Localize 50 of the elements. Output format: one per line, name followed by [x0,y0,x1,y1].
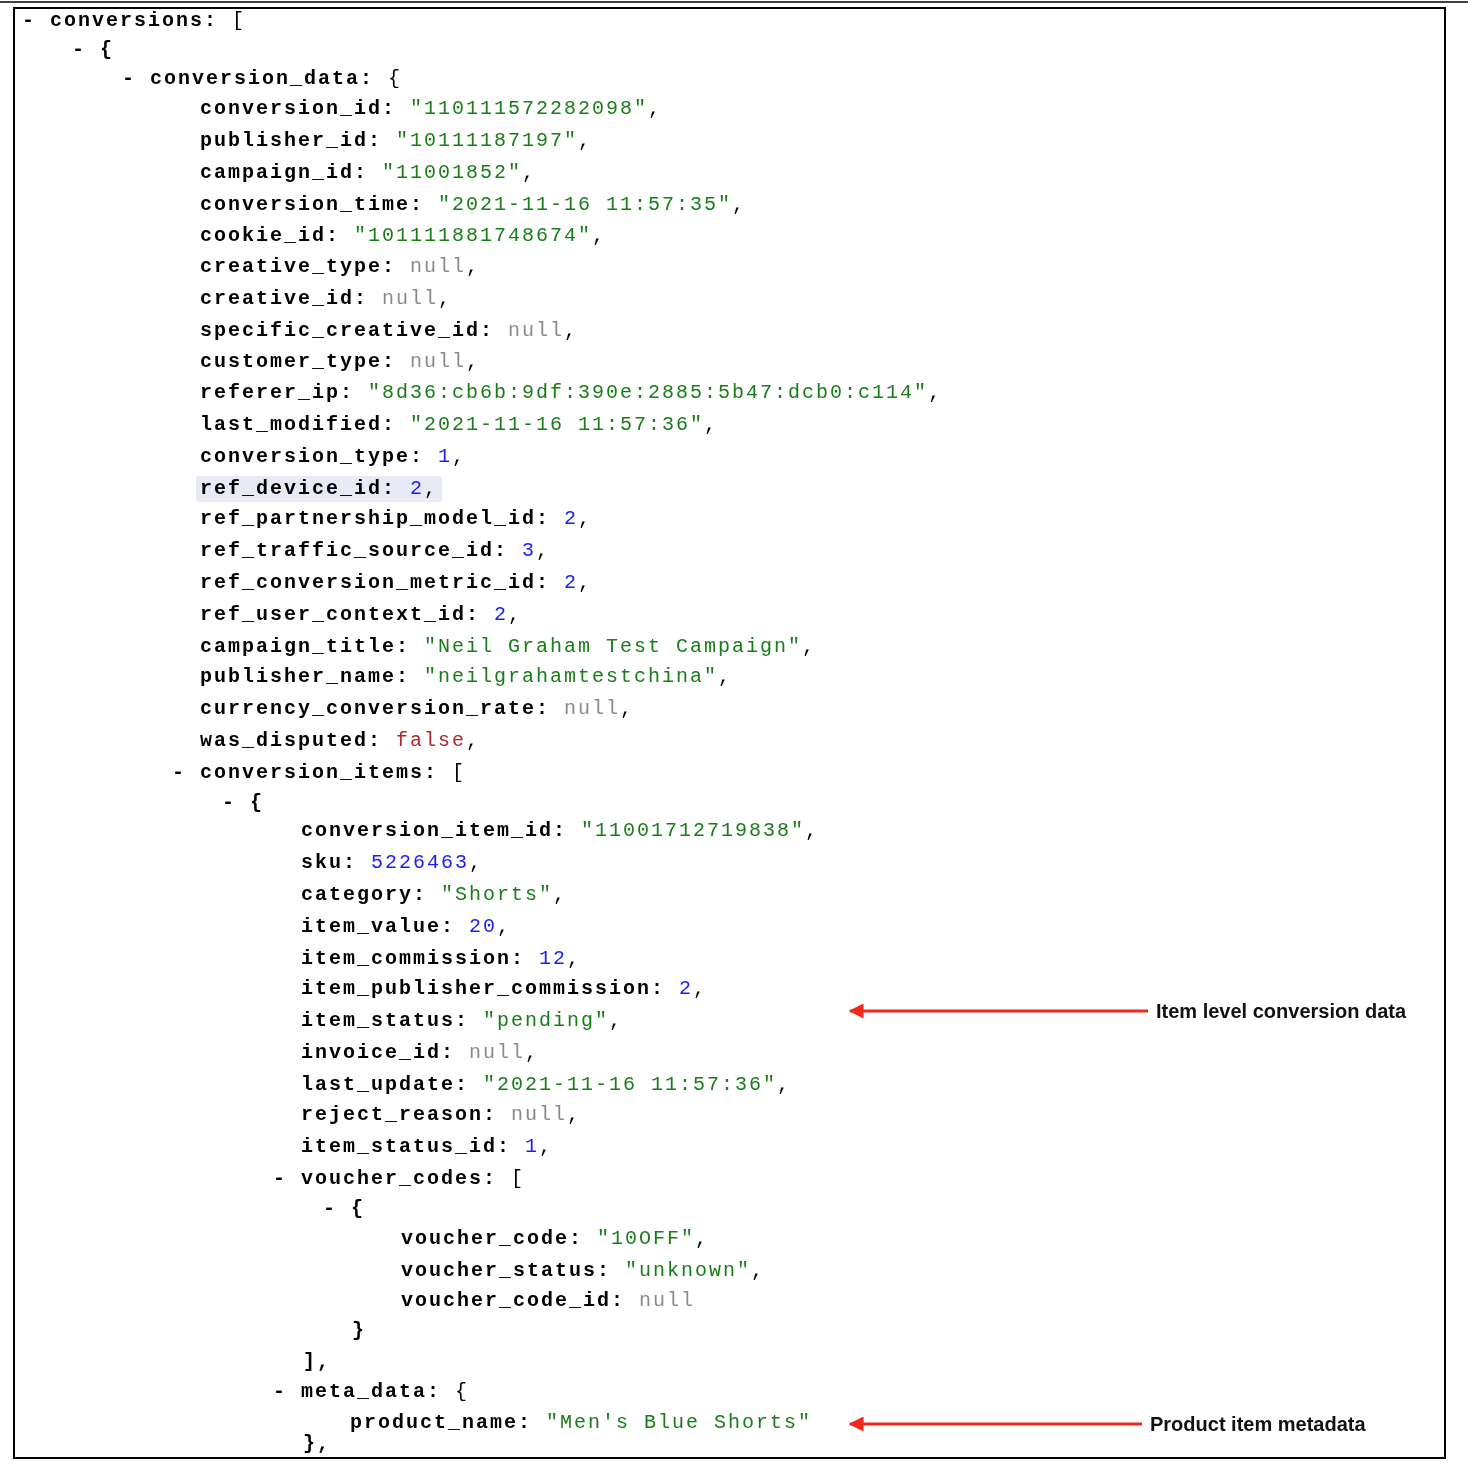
code-line: ref_partnership_model_id: 2, [200,506,593,532]
code-line: voucher_code_id: null [401,1288,696,1314]
code-line: cookie_id: "101111881748674", [200,223,607,249]
code-line: ], [303,1349,331,1375]
code-line: voucher_status: "unknown", [401,1258,766,1284]
code-line: ref_traffic_source_id: 3, [200,538,551,564]
code-line: - { [72,37,115,63]
code-line: publisher_name: "neilgrahamtestchina", [200,664,733,690]
code-line: - { [222,790,265,816]
code-line: specific_creative_id: null, [200,318,579,344]
code-line: ref_conversion_metric_id: 2, [200,570,593,596]
code-line: voucher_code: "10OFF", [401,1226,710,1252]
code-line: }, [303,1431,331,1457]
code-line: item_status_id: 1, [301,1134,554,1160]
arrow [848,1416,1142,1432]
annotation-text: Item level conversion data [1156,998,1407,1024]
code-line: } [352,1318,366,1344]
code-line: customer_type: null, [200,349,481,375]
code-line: category: "Shorts", [301,882,568,908]
arrow [848,1003,1148,1019]
code-line: sku: 5226463, [301,850,484,876]
code-line: creative_type: null, [200,254,481,280]
code-line: item_commission: 12, [301,946,582,972]
code-line: - conversions: [ [22,8,247,34]
code-line: invoice_id: null, [301,1040,540,1066]
code-line: publisher_id: "10111187197", [200,128,593,154]
code-line: last_modified: "2021-11-16 11:57:36", [200,412,719,438]
code-line: was_disputed: false, [200,728,481,754]
code-line: product_name: "Men's Blue Shorts" [350,1410,813,1436]
code-line: item_value: 20, [301,914,512,940]
code-line: conversion_item_id: "11001712719838", [301,818,820,844]
code-line: - { [323,1196,366,1222]
code-line: item_publisher_commission: 2, [301,976,708,1002]
code-line: currency_conversion_rate: null, [200,696,635,722]
code-line: item_status: "pending", [301,1008,624,1034]
code-line: reject_reason: null, [301,1102,582,1128]
code-line: conversion_type: 1, [200,444,467,470]
annotation-text: Product item metadata [1150,1411,1366,1437]
code-line: - conversion_items: [ [172,760,467,786]
code-line: creative_id: null, [200,286,453,312]
code-line: conversion_id: "110111572282098", [200,96,663,122]
code-line: ref_user_context_id: 2, [200,602,523,628]
code-line: campaign_id: "11001852", [200,160,537,186]
code-line: referer_ip: "8d36:cb6b:9df:390e:2885:5b47:dcb0:c114", [200,380,943,406]
code-line: - meta_data: { [273,1379,470,1405]
code-line: - conversion_data: { [122,66,403,92]
code-line: - voucher_codes: [ [273,1166,526,1192]
code-line: campaign_title: "Neil Graham Test Campaign", [200,634,817,660]
code-line: conversion_time: "2021-11-16 11:57:35", [200,192,747,218]
code-line: last_update: "2021-11-16 11:57:36", [301,1072,792,1098]
